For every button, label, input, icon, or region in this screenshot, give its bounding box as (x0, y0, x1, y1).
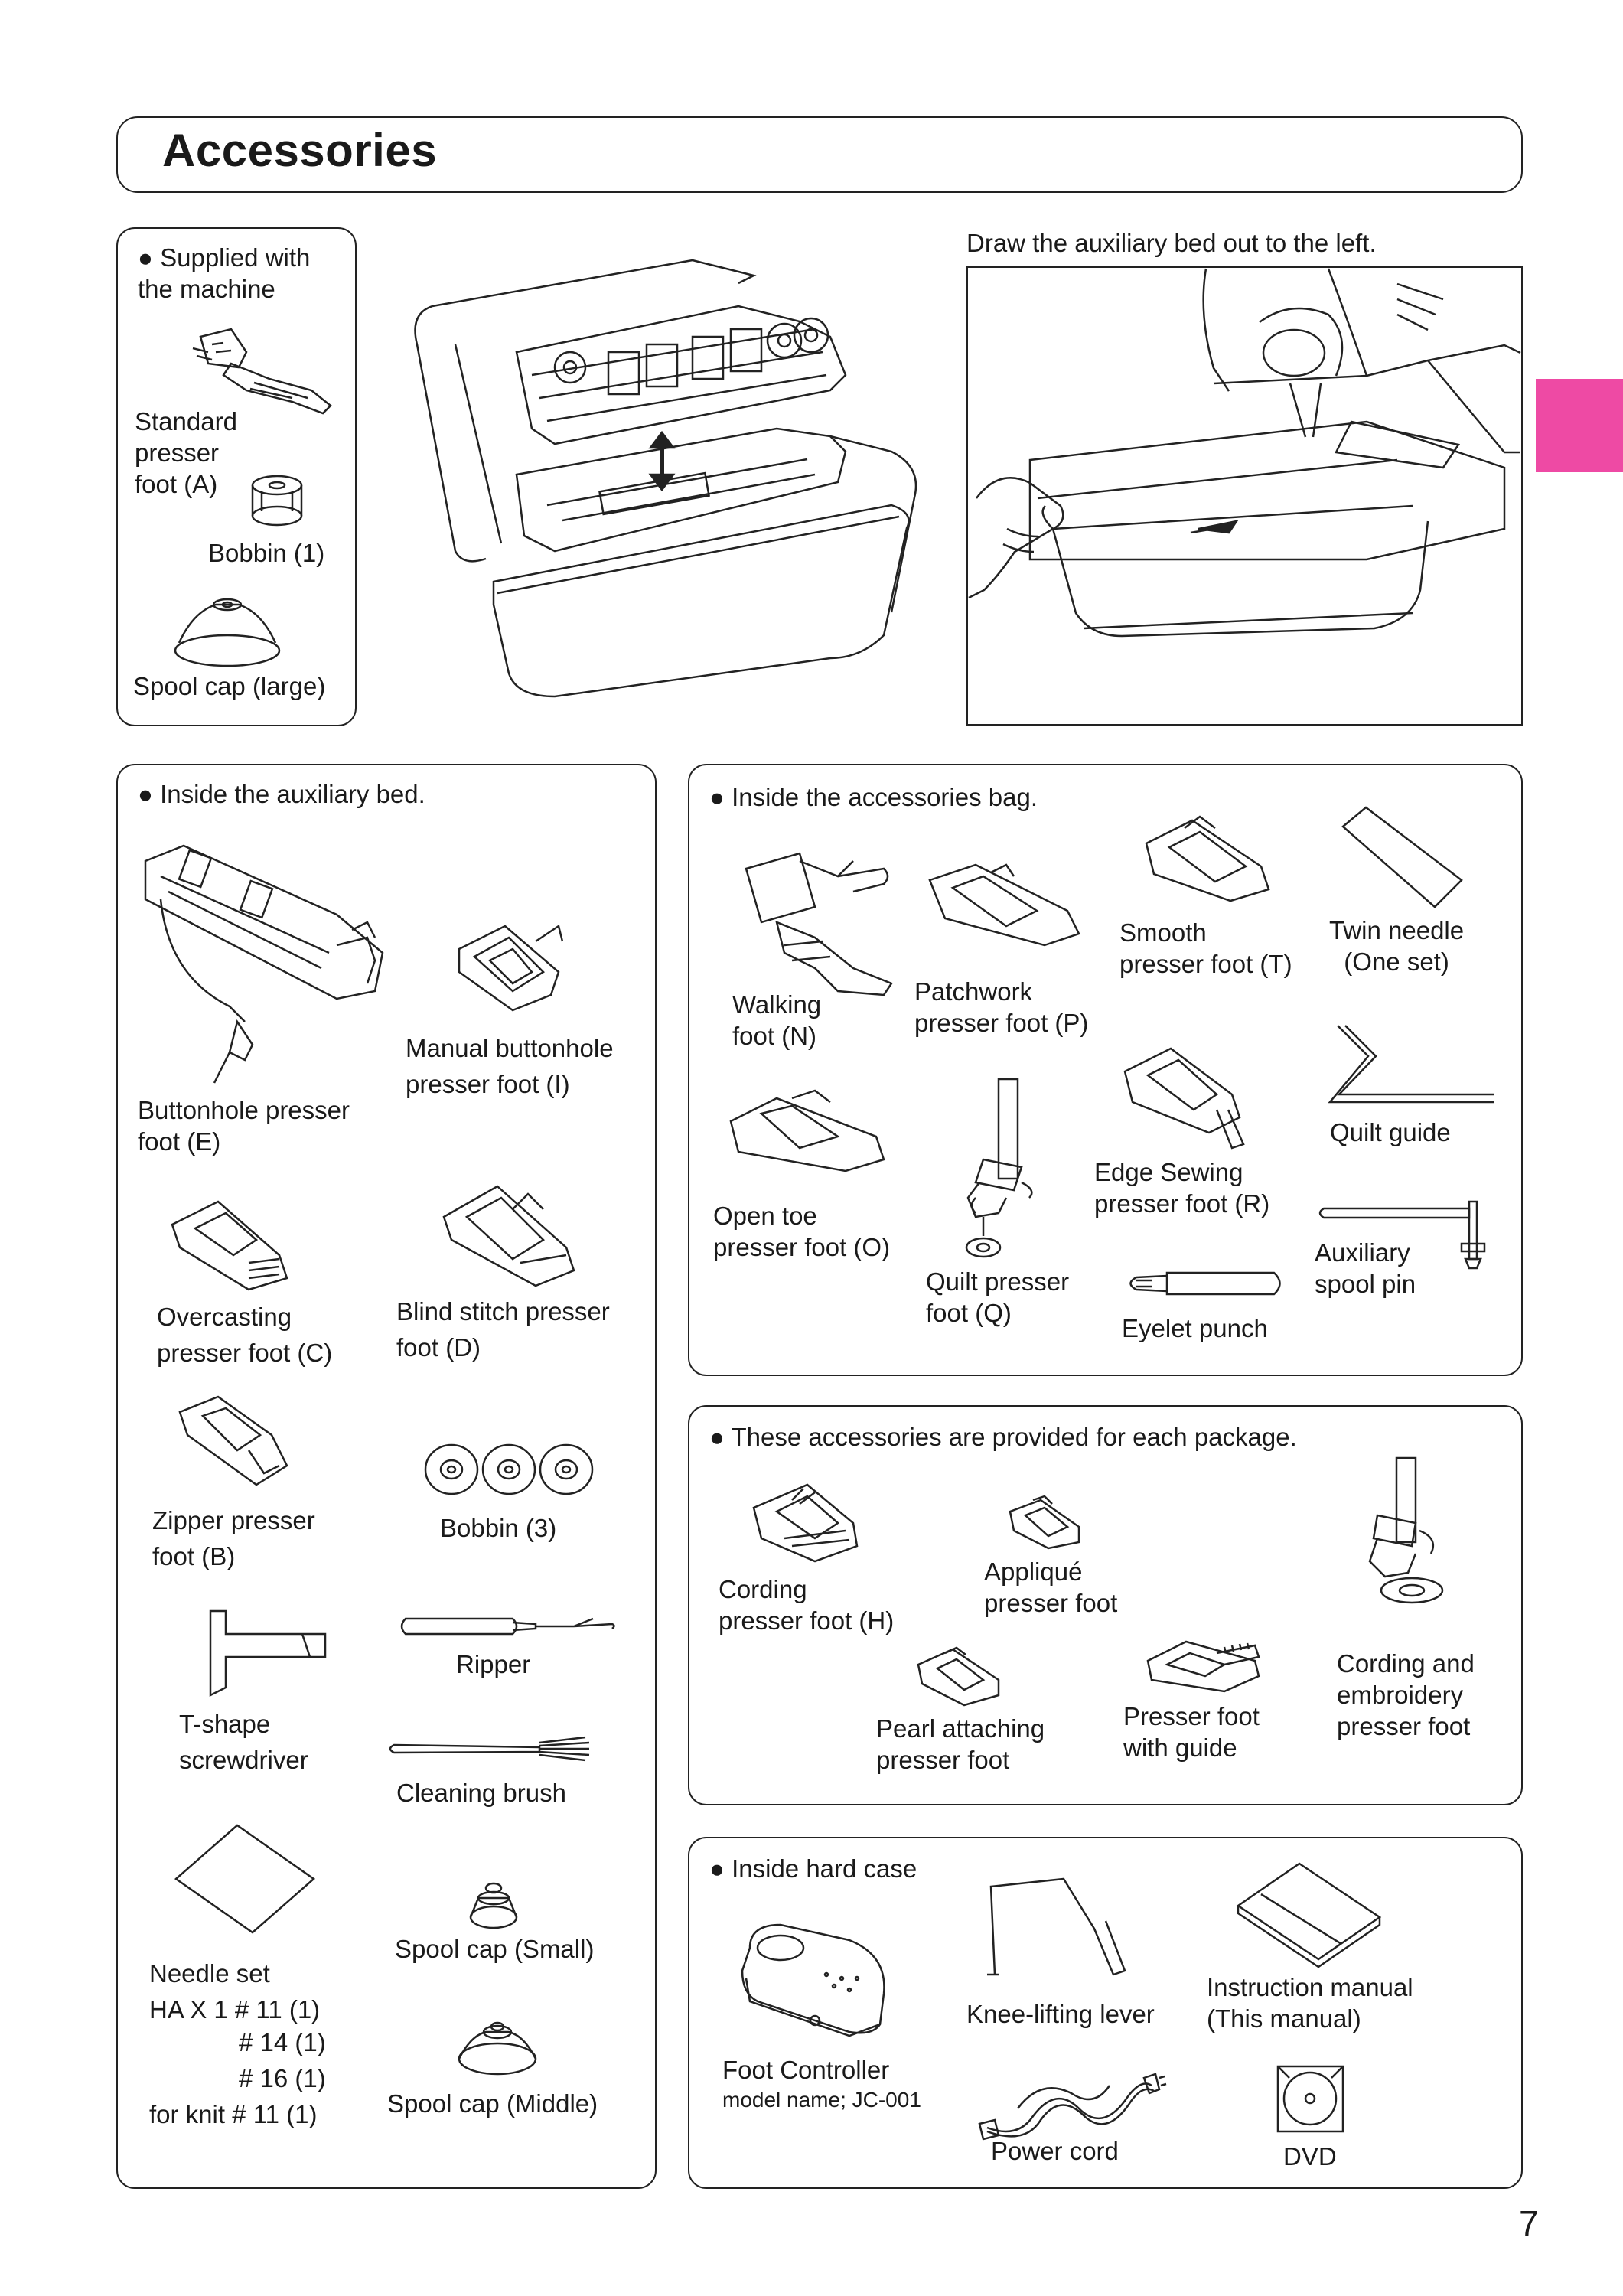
cleaning-brush-illustration (386, 1733, 593, 1764)
bobbin-illustration (246, 473, 308, 530)
section-tab (1536, 379, 1623, 472)
aux-bed-panel (116, 764, 657, 2189)
needle-knit-label: for knit # 11 (1) (149, 2100, 318, 2128)
foot-controller-illustration (735, 1917, 891, 2040)
needle-16-label: # 16 (1) (239, 2064, 326, 2092)
eyelet-punch-illustration (1121, 1267, 1289, 1301)
spool-cap-small-illustration (467, 1879, 520, 1932)
walking-foot-illustration (738, 846, 899, 999)
manual-illustration (1230, 1860, 1383, 1963)
open-toe-foot-label: Open toe presser foot (O) (713, 1202, 891, 1261)
twin-needle-label: Twin needle (One set) (1329, 916, 1465, 976)
supplied-heading: ● Supplied with the machine (138, 243, 311, 303)
needle-14-label: # 14 (1) (239, 2028, 326, 2056)
power-cord-illustration (972, 2055, 1163, 2147)
bobbin-3-illustration (421, 1439, 597, 1504)
page-title: Accessories (162, 125, 438, 176)
spool-cap-middle-label: Spool cap (Middle) (387, 2089, 598, 2118)
hard-case-heading: ● Inside hard case (709, 1854, 917, 1883)
manual-buttonhole-foot-illustration (444, 918, 566, 1026)
zipper-foot-illustration (172, 1389, 295, 1489)
ripper-label: Ripper (456, 1650, 531, 1678)
patchwork-foot-illustration (922, 857, 1083, 949)
overcasting-foot-illustration (165, 1194, 295, 1293)
quilt-foot-illustration (937, 1075, 1052, 1259)
zipper-foot-label: Zipper presser foot (B) (152, 1506, 315, 1570)
spool-cap-large-illustration (170, 582, 285, 670)
quilt-foot-label: Quilt presser foot (Q) (926, 1267, 1070, 1327)
cording-embroidery-foot-illustration (1354, 1454, 1454, 1607)
needle-set-illustration (168, 1818, 321, 1940)
smooth-foot-label: Smooth presser foot (T) (1119, 918, 1292, 978)
aux-spool-pin-label: Auxiliary spool pin (1315, 1238, 1416, 1298)
spool-cap-large-label: Spool cap (large) (133, 672, 326, 700)
quilt-guide-illustration (1322, 1018, 1498, 1110)
machine-bed-illustration (402, 253, 930, 704)
manual-label: Instruction manual (This manual) (1207, 1973, 1413, 2033)
applique-foot-label: Appliqué presser foot (984, 1557, 1118, 1617)
guide-foot-label: Presser foot with guide (1123, 1702, 1260, 1762)
bag-panel (688, 764, 1523, 1376)
auxiliary-bed-frame (966, 266, 1523, 726)
pearl-foot-label: Pearl attaching presser foot (876, 1714, 1045, 1774)
hard-case-panel (688, 1837, 1523, 2189)
needle-set-label: Needle set HA X 1 # 11 (1) (149, 1959, 321, 2024)
smooth-foot-illustration (1139, 813, 1276, 905)
package-panel (688, 1405, 1523, 1805)
cording-foot-label: Cording presser foot (H) (719, 1575, 895, 1635)
patchwork-foot-label: Patchwork presser foot (P) (914, 977, 1089, 1037)
pearl-foot-illustration (911, 1645, 1006, 1707)
bobbin-3-label: Bobbin (3) (440, 1514, 557, 1542)
knee-lever-illustration (979, 1875, 1133, 1982)
spool-cap-middle-illustration (455, 2013, 539, 2078)
standard-foot-illustration (178, 321, 338, 421)
cleaning-brush-label: Cleaning brush (396, 1779, 566, 1807)
t-screwdriver-label: T-shape screwdriver (179, 1710, 308, 1774)
manual-buttonhole-foot-label: Manual buttonhole presser foot (I) (406, 1034, 614, 1098)
bobbin-label: Bobbin (1) (208, 539, 325, 567)
cording-embroidery-foot-label: Cording and embroidery presser foot (1337, 1649, 1475, 1740)
auxiliary-caption: Draw the auxiliary bed out to the left. (966, 229, 1377, 257)
edge-sewing-foot-illustration (1117, 1041, 1255, 1156)
ripper-illustration (398, 1607, 620, 1645)
power-cord-label: Power cord (991, 2137, 1119, 2165)
t-screwdriver-illustration (195, 1603, 333, 1703)
cording-foot-illustration (746, 1477, 861, 1565)
spool-cap-small-label: Spool cap (Small) (395, 1935, 595, 1963)
bag-heading: ● Inside the accessories bag. (709, 783, 1038, 811)
blind-stitch-foot-label: Blind stitch presser foot (D) (396, 1297, 610, 1362)
overcasting-foot-label: Overcasting presser foot (C) (157, 1303, 333, 1367)
dvd-illustration (1274, 2063, 1347, 2135)
edge-sewing-foot-label: Edge Sewing presser foot (R) (1094, 1158, 1270, 1218)
page-number: 7 (1519, 2203, 1539, 2243)
package-heading: ● These accessories are provided for eac… (709, 1423, 1297, 1451)
buttonhole-foot-illustration (138, 838, 413, 1091)
aux-spool-pin-illustration (1316, 1198, 1492, 1270)
quilt-guide-label: Quilt guide (1330, 1118, 1451, 1146)
buttonhole-foot-label: Buttonhole presser foot (E) (138, 1096, 350, 1156)
knee-lever-label: Knee-lifting lever (966, 2000, 1155, 2028)
walking-foot-label: Walking foot (N) (732, 990, 822, 1050)
blind-stitch-foot-illustration (436, 1179, 582, 1293)
foot-controller-label: Foot Controller (722, 2056, 890, 2084)
auxiliary-bed-illustration (969, 269, 1520, 723)
eyelet-punch-label: Eyelet punch (1122, 1314, 1268, 1342)
standard-foot-label: Standard presser foot (A) (135, 407, 237, 498)
title-frame (116, 116, 1523, 193)
applique-foot-illustration (1002, 1496, 1087, 1550)
guide-foot-illustration (1140, 1638, 1263, 1699)
dvd-label: DVD (1283, 2142, 1337, 2170)
open-toe-foot-illustration (723, 1083, 888, 1175)
model-name-label: model name; JC-001 (722, 2088, 921, 2112)
twin-needle-illustration (1335, 804, 1465, 911)
aux-bed-heading: ● Inside the auxiliary bed. (138, 780, 425, 808)
supplied-panel (116, 227, 357, 726)
